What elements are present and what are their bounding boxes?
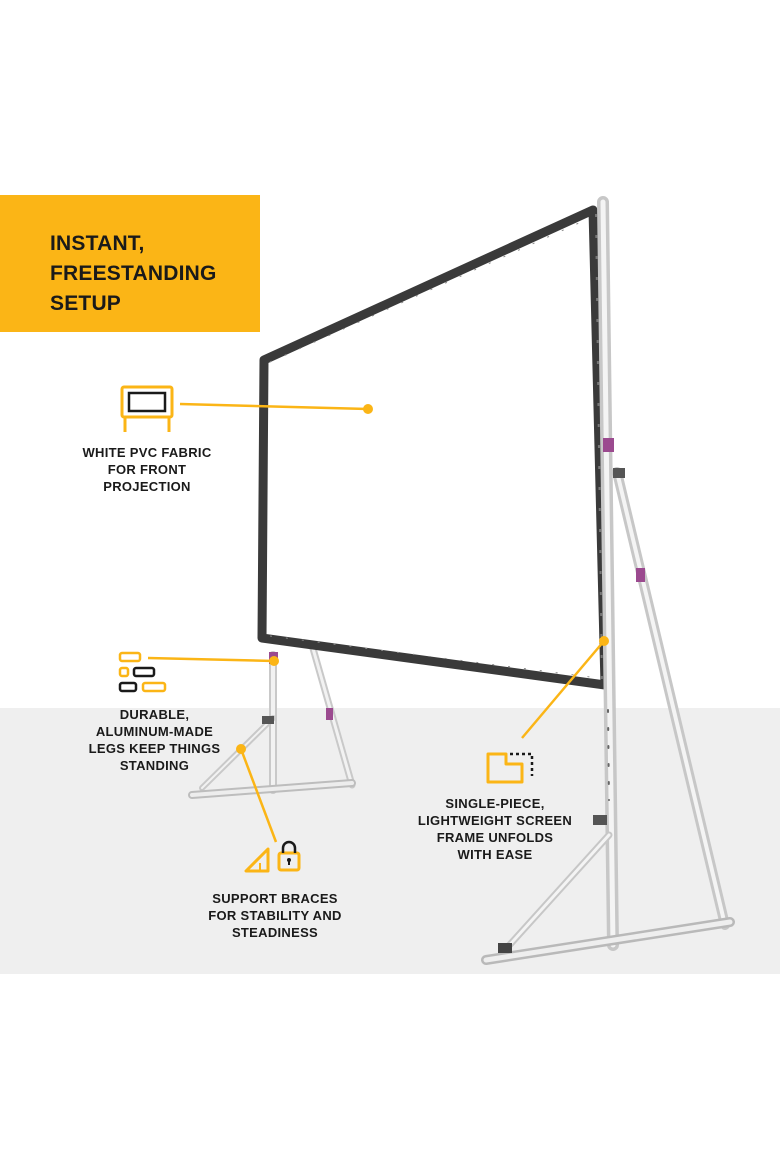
screen-surface	[257, 205, 610, 690]
headline-line: INSTANT,	[50, 232, 145, 255]
callout-dot-frame	[599, 636, 609, 646]
callout-lines	[147, 402, 609, 843]
callout-dot-fabric	[363, 404, 373, 414]
unfold-frame-icon	[486, 752, 534, 784]
headline-line: SETUP	[50, 292, 122, 315]
feature-label-fabric: WHITE PVC FABRIC FOR FRONT PROJECTION	[82, 445, 212, 494]
feature-label-braces: SUPPORT BRACES FOR STABILITY AND STEADIN…	[208, 891, 342, 940]
headline-banner: INSTANT, FREESTANDING SETUP	[0, 195, 260, 332]
right-leg-assembly	[481, 196, 735, 965]
feature-label-frame: SINGLE-PIECE, LIGHTWEIGHT SCREEN FRAME U…	[417, 796, 573, 862]
feature-label-legs: DURABLE, ALUMINUM-MADE LEGS KEEP THINGS …	[88, 707, 221, 773]
brace-lock-icon	[244, 840, 301, 873]
callout-dot-braces	[236, 744, 246, 754]
screen-stand-icon	[120, 385, 174, 432]
headline-line: FREESTANDING	[50, 262, 217, 285]
aluminum-blocks-icon	[118, 651, 167, 693]
callout-dot-legs	[269, 656, 279, 666]
